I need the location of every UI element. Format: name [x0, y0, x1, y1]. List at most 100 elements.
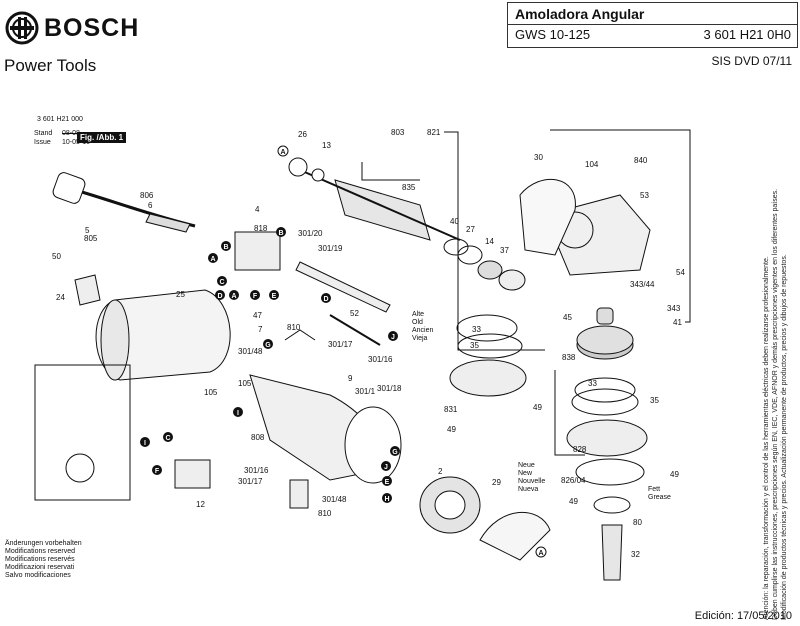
svg-text:301/16: 301/16 — [368, 355, 393, 364]
svg-text:301/48: 301/48 — [238, 347, 263, 356]
svg-text:A: A — [538, 550, 543, 557]
wheel-guard-29 — [479, 511, 551, 561]
svg-text:831: 831 — [444, 405, 458, 414]
callout-g: G — [263, 339, 273, 349]
svg-text:33: 33 — [588, 379, 597, 388]
svg-text:105: 105 — [204, 388, 218, 397]
svg-text:H: H — [384, 496, 389, 503]
figure-label: Fig. /Abb. 1 — [77, 132, 127, 143]
grease-labels: Fett Grease — [648, 486, 671, 501]
svg-text:35: 35 — [470, 341, 479, 350]
callout-b: B — [221, 241, 231, 251]
svg-text:G: G — [265, 342, 271, 349]
svg-text:826/04: 826/04 — [561, 476, 586, 485]
svg-text:301/19: 301/19 — [318, 244, 343, 253]
title-block: Amoladora Angular GWS 10-125 3 601 H21 0… — [507, 2, 798, 48]
svg-text:C: C — [165, 435, 170, 442]
callout-g2: G — [390, 446, 400, 456]
svg-text:4: 4 — [255, 205, 260, 214]
flange-831 — [449, 359, 527, 397]
svg-text:24: 24 — [56, 293, 65, 302]
rod-52 — [329, 314, 381, 346]
spindle-32 — [601, 524, 623, 581]
housing-end — [100, 299, 130, 381]
svg-text:840: 840 — [634, 156, 648, 165]
bracket-24 — [74, 274, 101, 306]
svg-text:32: 32 — [631, 550, 640, 559]
bearing-14 — [477, 260, 503, 280]
seal-33b — [574, 377, 636, 403]
issue-date: 10-05-10 — [62, 139, 90, 146]
part-number: 3 601 H21 0H0 — [703, 27, 791, 42]
svg-text:805: 805 — [84, 234, 98, 243]
plug-icon — [52, 172, 86, 204]
svg-text:A: A — [280, 149, 285, 156]
callout-j: J — [388, 331, 398, 341]
gear-case-30 — [519, 179, 576, 256]
callout-a4: A — [535, 546, 547, 558]
callout-d: D — [215, 290, 225, 300]
svg-text:828: 828 — [573, 445, 587, 454]
callout-e2: E — [382, 476, 392, 486]
svg-text:301/1: 301/1 — [355, 387, 376, 396]
callout-c2: C — [163, 432, 173, 442]
svg-text:5: 5 — [85, 226, 90, 235]
callout-b2: B — [276, 227, 286, 237]
svg-text:838: 838 — [562, 353, 576, 362]
stand-label: Stand — [34, 130, 53, 137]
leader-828 — [554, 370, 585, 456]
svg-text:49: 49 — [670, 470, 679, 479]
bearing-37 — [498, 269, 526, 291]
svg-text:26: 26 — [298, 130, 307, 139]
svg-text:A: A — [231, 293, 236, 300]
svg-text:301/18: 301/18 — [377, 384, 402, 393]
ring-27 — [457, 245, 483, 265]
svg-text:E: E — [272, 293, 277, 300]
svg-text:I: I — [144, 440, 146, 447]
ring-40 — [443, 238, 469, 256]
callout-i: I — [233, 407, 243, 417]
product-name: Amoladora Angular — [515, 6, 645, 22]
svg-text:F: F — [253, 293, 258, 300]
wiring-diagram — [34, 364, 131, 501]
svg-text:13: 13 — [322, 141, 331, 150]
svg-text:808: 808 — [251, 433, 265, 442]
svg-text:104: 104 — [585, 160, 599, 169]
cord-sleeve — [145, 213, 191, 233]
bearing-13 — [311, 168, 325, 182]
pinion — [596, 307, 614, 325]
svg-text:40: 40 — [450, 217, 459, 226]
leader-821 — [444, 131, 545, 351]
armature — [334, 179, 431, 241]
svg-text:G: G — [392, 449, 398, 456]
svg-text:J: J — [391, 334, 395, 341]
svg-text:806: 806 — [140, 191, 154, 200]
svg-text:54: 54 — [676, 268, 685, 277]
svg-text:E: E — [385, 479, 390, 486]
svg-text:9: 9 — [348, 374, 353, 383]
svg-text:30: 30 — [534, 153, 543, 162]
svg-text:53: 53 — [640, 191, 649, 200]
svg-text:C: C — [219, 279, 224, 286]
callout-a: A — [277, 145, 289, 157]
brush-spring-810 — [284, 329, 316, 341]
svg-text:A: A — [210, 256, 215, 263]
svg-text:33: 33 — [472, 325, 481, 334]
drawing-ref: 3 601 H21 000 — [37, 116, 83, 123]
callout-j2: J — [381, 461, 391, 471]
svg-text:B: B — [278, 230, 283, 237]
new-labels: Neue New Nouvelle Nueva — [518, 462, 546, 493]
leader-840 — [550, 129, 691, 323]
svg-text:45: 45 — [563, 313, 572, 322]
svg-text:27: 27 — [466, 225, 475, 234]
old-labels: Alte Old Ancien Vieja — [412, 311, 434, 342]
svg-text:80: 80 — [633, 518, 642, 527]
svg-text:49: 49 — [569, 497, 578, 506]
svg-text:D: D — [217, 293, 222, 300]
callout-h: H — [382, 493, 392, 503]
slide-bar-301-20 — [295, 261, 391, 313]
svg-text:6: 6 — [148, 201, 153, 210]
svg-text:25: 25 — [176, 290, 185, 299]
svg-text:803: 803 — [391, 128, 405, 137]
callout-d2: D — [321, 293, 331, 303]
